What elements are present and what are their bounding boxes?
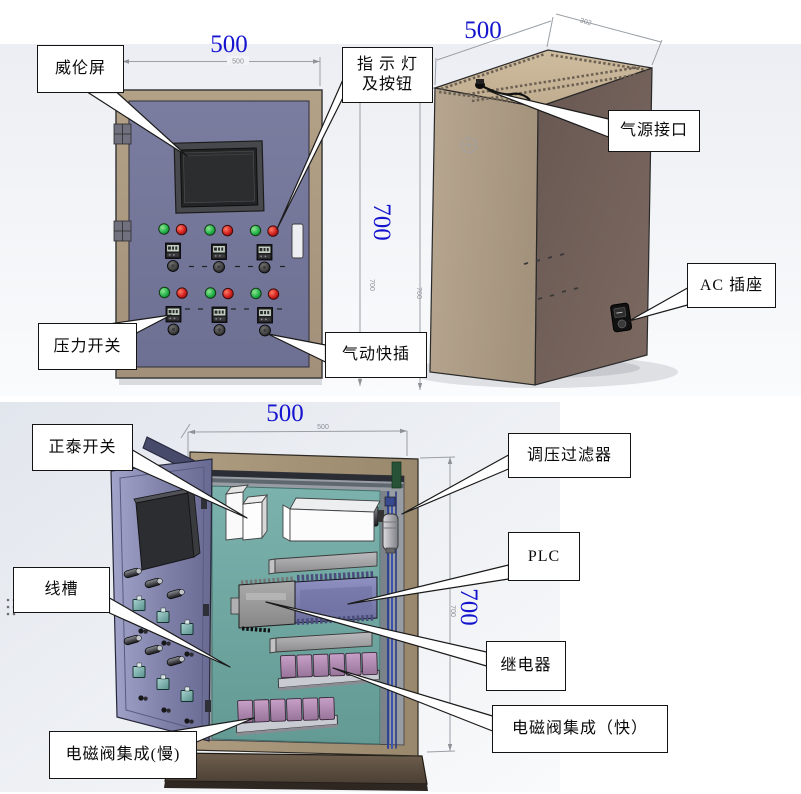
dim-iso-depth-small: 302 bbox=[579, 17, 592, 27]
callout-leaders bbox=[87, 79, 689, 743]
callout-chint-switch: 正泰开关 bbox=[32, 424, 133, 471]
callout-valve-slow-label: 电磁阀集成(慢) bbox=[65, 746, 181, 764]
open-view: 500 700 bbox=[6, 423, 456, 791]
plc-block bbox=[294, 571, 378, 625]
callout-pressure-switch-label: 压力开关 bbox=[53, 337, 122, 355]
callout-chint-switch-label: 正泰开关 bbox=[48, 438, 117, 456]
dim-front-top-blue: 500 bbox=[210, 31, 248, 58]
right-profile bbox=[381, 491, 390, 744]
relay-block bbox=[230, 576, 296, 633]
valve-row-slow bbox=[235, 696, 338, 736]
iso-top-face bbox=[432, 49, 653, 108]
callout-weilun-screen: 威伦屏 bbox=[37, 45, 124, 93]
callout-valve-fast-label: 电磁阀集成（快） bbox=[511, 720, 648, 738]
callout-valve-fast: 电磁阀集成（快） bbox=[492, 705, 668, 753]
callout-pneumatic-quick-label: 气动快插 bbox=[341, 346, 410, 364]
chint-switch-box bbox=[225, 484, 268, 541]
dim-text-patch bbox=[227, 56, 249, 65]
air-connector bbox=[475, 79, 531, 101]
top-profile-light bbox=[204, 478, 404, 488]
callout-plc-label: PLC bbox=[527, 547, 561, 565]
plinth-shadow bbox=[164, 781, 428, 791]
ac-socket bbox=[610, 302, 632, 333]
callout-relay: 继电器 bbox=[486, 641, 566, 691]
callout-regulator-filter-label: 调压过滤器 bbox=[526, 446, 612, 464]
hinge-icon bbox=[113, 123, 132, 242]
callout-air-inlet: 气源接口 bbox=[608, 110, 700, 152]
power-supply-box bbox=[282, 497, 381, 542]
dim-front-top-small: 500 bbox=[232, 59, 244, 66]
callout-air-inlet-label: 气源接口 bbox=[619, 122, 688, 140]
cabinet-plinth bbox=[164, 752, 428, 785]
iso-front-face bbox=[429, 87, 539, 386]
dim-side-height-small: 700 bbox=[368, 279, 375, 291]
callout-ac-socket-label: AC 插座 bbox=[699, 276, 764, 294]
dimension-arrows-bottom bbox=[188, 428, 453, 751]
callout-ac-socket: AC 插座 bbox=[687, 263, 776, 308]
callout-pressure-switch: 压力开关 bbox=[38, 323, 137, 370]
callout-weilun-label: 威伦屏 bbox=[54, 60, 106, 78]
callout-valve-slow: 电磁阀集成(慢) bbox=[49, 731, 197, 779]
callout-indicator-buttons: 指 示 灯 及按钮 bbox=[342, 47, 433, 103]
target-mark-icon bbox=[461, 137, 477, 153]
dim-open-top-blue: 500 bbox=[266, 400, 304, 427]
iso-view bbox=[408, 49, 678, 388]
callout-relay-label: 继电器 bbox=[500, 657, 552, 675]
wire-duct-bars bbox=[268, 551, 378, 654]
callout-plc: PLC bbox=[508, 532, 580, 581]
callout-indicator-line1: 指 示 灯 bbox=[356, 56, 418, 74]
callout-regulator-filter: 调压过滤器 bbox=[508, 433, 631, 478]
callout-wire-duct: 线槽 bbox=[13, 567, 110, 613]
callout-indicator-line2: 及按钮 bbox=[361, 76, 413, 93]
panel-dashes bbox=[185, 265, 285, 310]
terminal-strip bbox=[391, 461, 402, 489]
dim-open-top-small: 500 bbox=[317, 424, 329, 431]
panel-slot bbox=[291, 223, 304, 259]
hmi-screen bbox=[173, 140, 265, 214]
front-view bbox=[113, 89, 323, 385]
dim-iso-top-blue: 500 bbox=[464, 17, 502, 44]
callout-pneumatic-quick: 气动快插 bbox=[325, 332, 427, 378]
dim-side-height-blue: 700 bbox=[368, 203, 395, 241]
side-vent-holes bbox=[523, 253, 579, 300]
callout-wire-duct-label: 线槽 bbox=[44, 581, 79, 599]
door-hinges bbox=[201, 497, 211, 712]
dim-open-height-blue: 700 bbox=[455, 588, 482, 626]
dim-side-overall-small: 760 bbox=[415, 287, 422, 299]
top-profile-dark bbox=[204, 470, 404, 482]
hmi-back-box bbox=[133, 488, 201, 571]
dim-open-height-small: 700 bbox=[449, 605, 456, 617]
